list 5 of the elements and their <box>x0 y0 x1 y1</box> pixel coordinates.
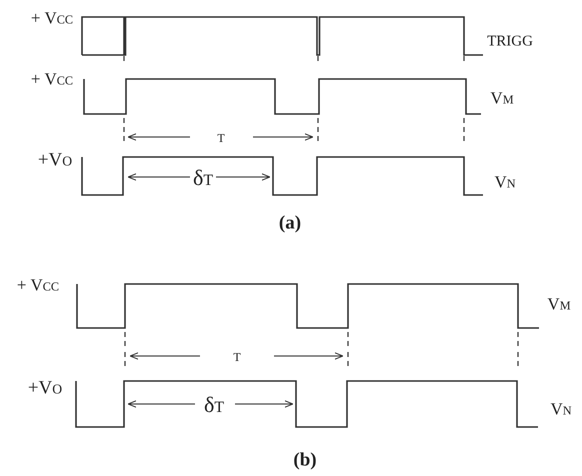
period-label: T <box>233 351 241 363</box>
signal-label: TRIGG <box>487 34 533 50</box>
period-label: T <box>217 132 225 144</box>
panel-label: (b) <box>293 450 317 470</box>
panel-label: (a) <box>278 214 302 232</box>
